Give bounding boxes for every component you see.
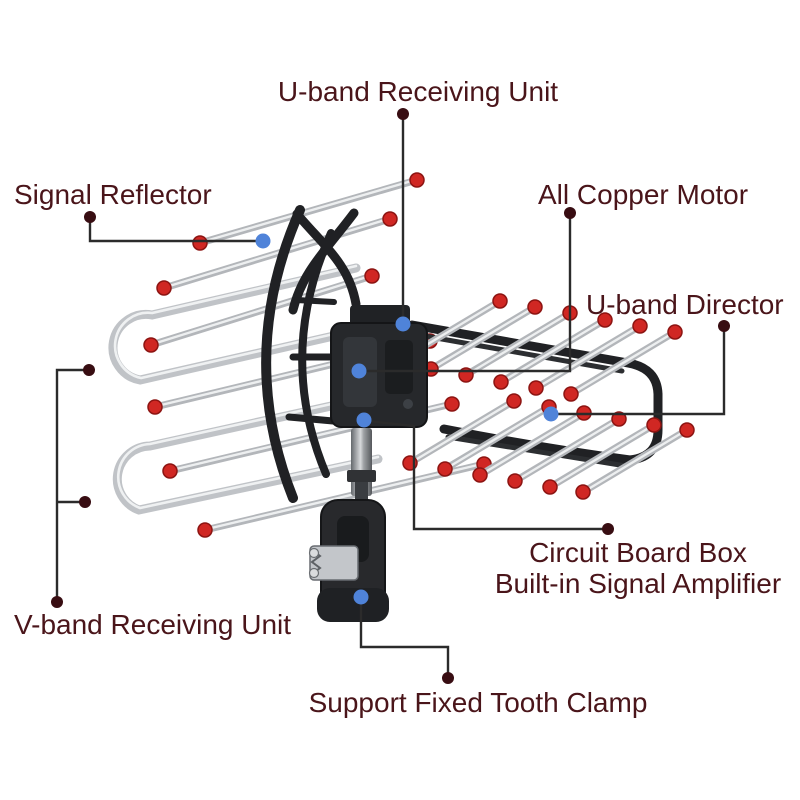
target-dot-circuit-board-box (356, 412, 372, 428)
callout-dot-support-fixed-tooth-clamp (442, 672, 454, 684)
target-dot-support-fixed-tooth-clamp (353, 589, 369, 605)
signal-reflector-frame (261, 205, 361, 503)
all-copper-motor-housing (330, 305, 428, 428)
callout-dot-v-band-lower-branch (79, 496, 91, 508)
callout-dot-circuit-board-box (602, 523, 614, 535)
leader-u-band-director (554, 326, 726, 416)
label-u-band-receiving-unit: U-band Receiving Unit (277, 76, 559, 107)
callout-dot-u-band-receiving-unit (397, 108, 409, 120)
callout-dots (51, 108, 730, 684)
leader-circuit-board-box (366, 419, 608, 531)
callout-dot-u-band-director (718, 320, 730, 332)
leader-all-copper-motor (362, 213, 572, 373)
label-circuit-board-box: Circuit Board Box Built-in Signal Amplif… (495, 537, 781, 599)
u-band-director-boom (389, 294, 694, 499)
callout-dot-v-band-upper-branch (83, 364, 95, 376)
target-dots (255, 233, 559, 605)
label-all-copper-motor: All Copper Motor (538, 179, 749, 210)
label-v-band-receiving-unit: V-band Receiving Unit (14, 609, 292, 640)
callout-dot-all-copper-motor (564, 207, 576, 219)
label-circuit-board-box-line2: Built-in Signal Amplifier (494, 568, 782, 599)
label-u-band-director: U-band Director (586, 289, 784, 320)
callout-dot-v-band-receiving-unit (51, 596, 63, 608)
leader-lines (55, 114, 726, 678)
target-dot-u-band-receiving-unit (395, 316, 411, 332)
label-support-fixed-tooth-clamp: Support Fixed Tooth Clamp (308, 687, 648, 718)
label-circuit-board-box-line1: Circuit Board Box (529, 537, 747, 568)
leader-signal-reflector (88, 217, 259, 243)
label-signal-reflector: Signal Reflector (14, 179, 212, 210)
tooth-clamp-bracket (308, 545, 359, 581)
callout-dot-signal-reflector (84, 211, 96, 223)
target-dot-all-copper-motor (351, 363, 367, 379)
target-dot-signal-reflector (255, 233, 271, 249)
support-fixed-tooth-clamp-body (308, 499, 389, 622)
leader-v-band-receiving-unit (55, 368, 89, 602)
leader-support-fixed-tooth-clamp (359, 599, 450, 678)
target-dot-u-band-director (543, 406, 559, 422)
